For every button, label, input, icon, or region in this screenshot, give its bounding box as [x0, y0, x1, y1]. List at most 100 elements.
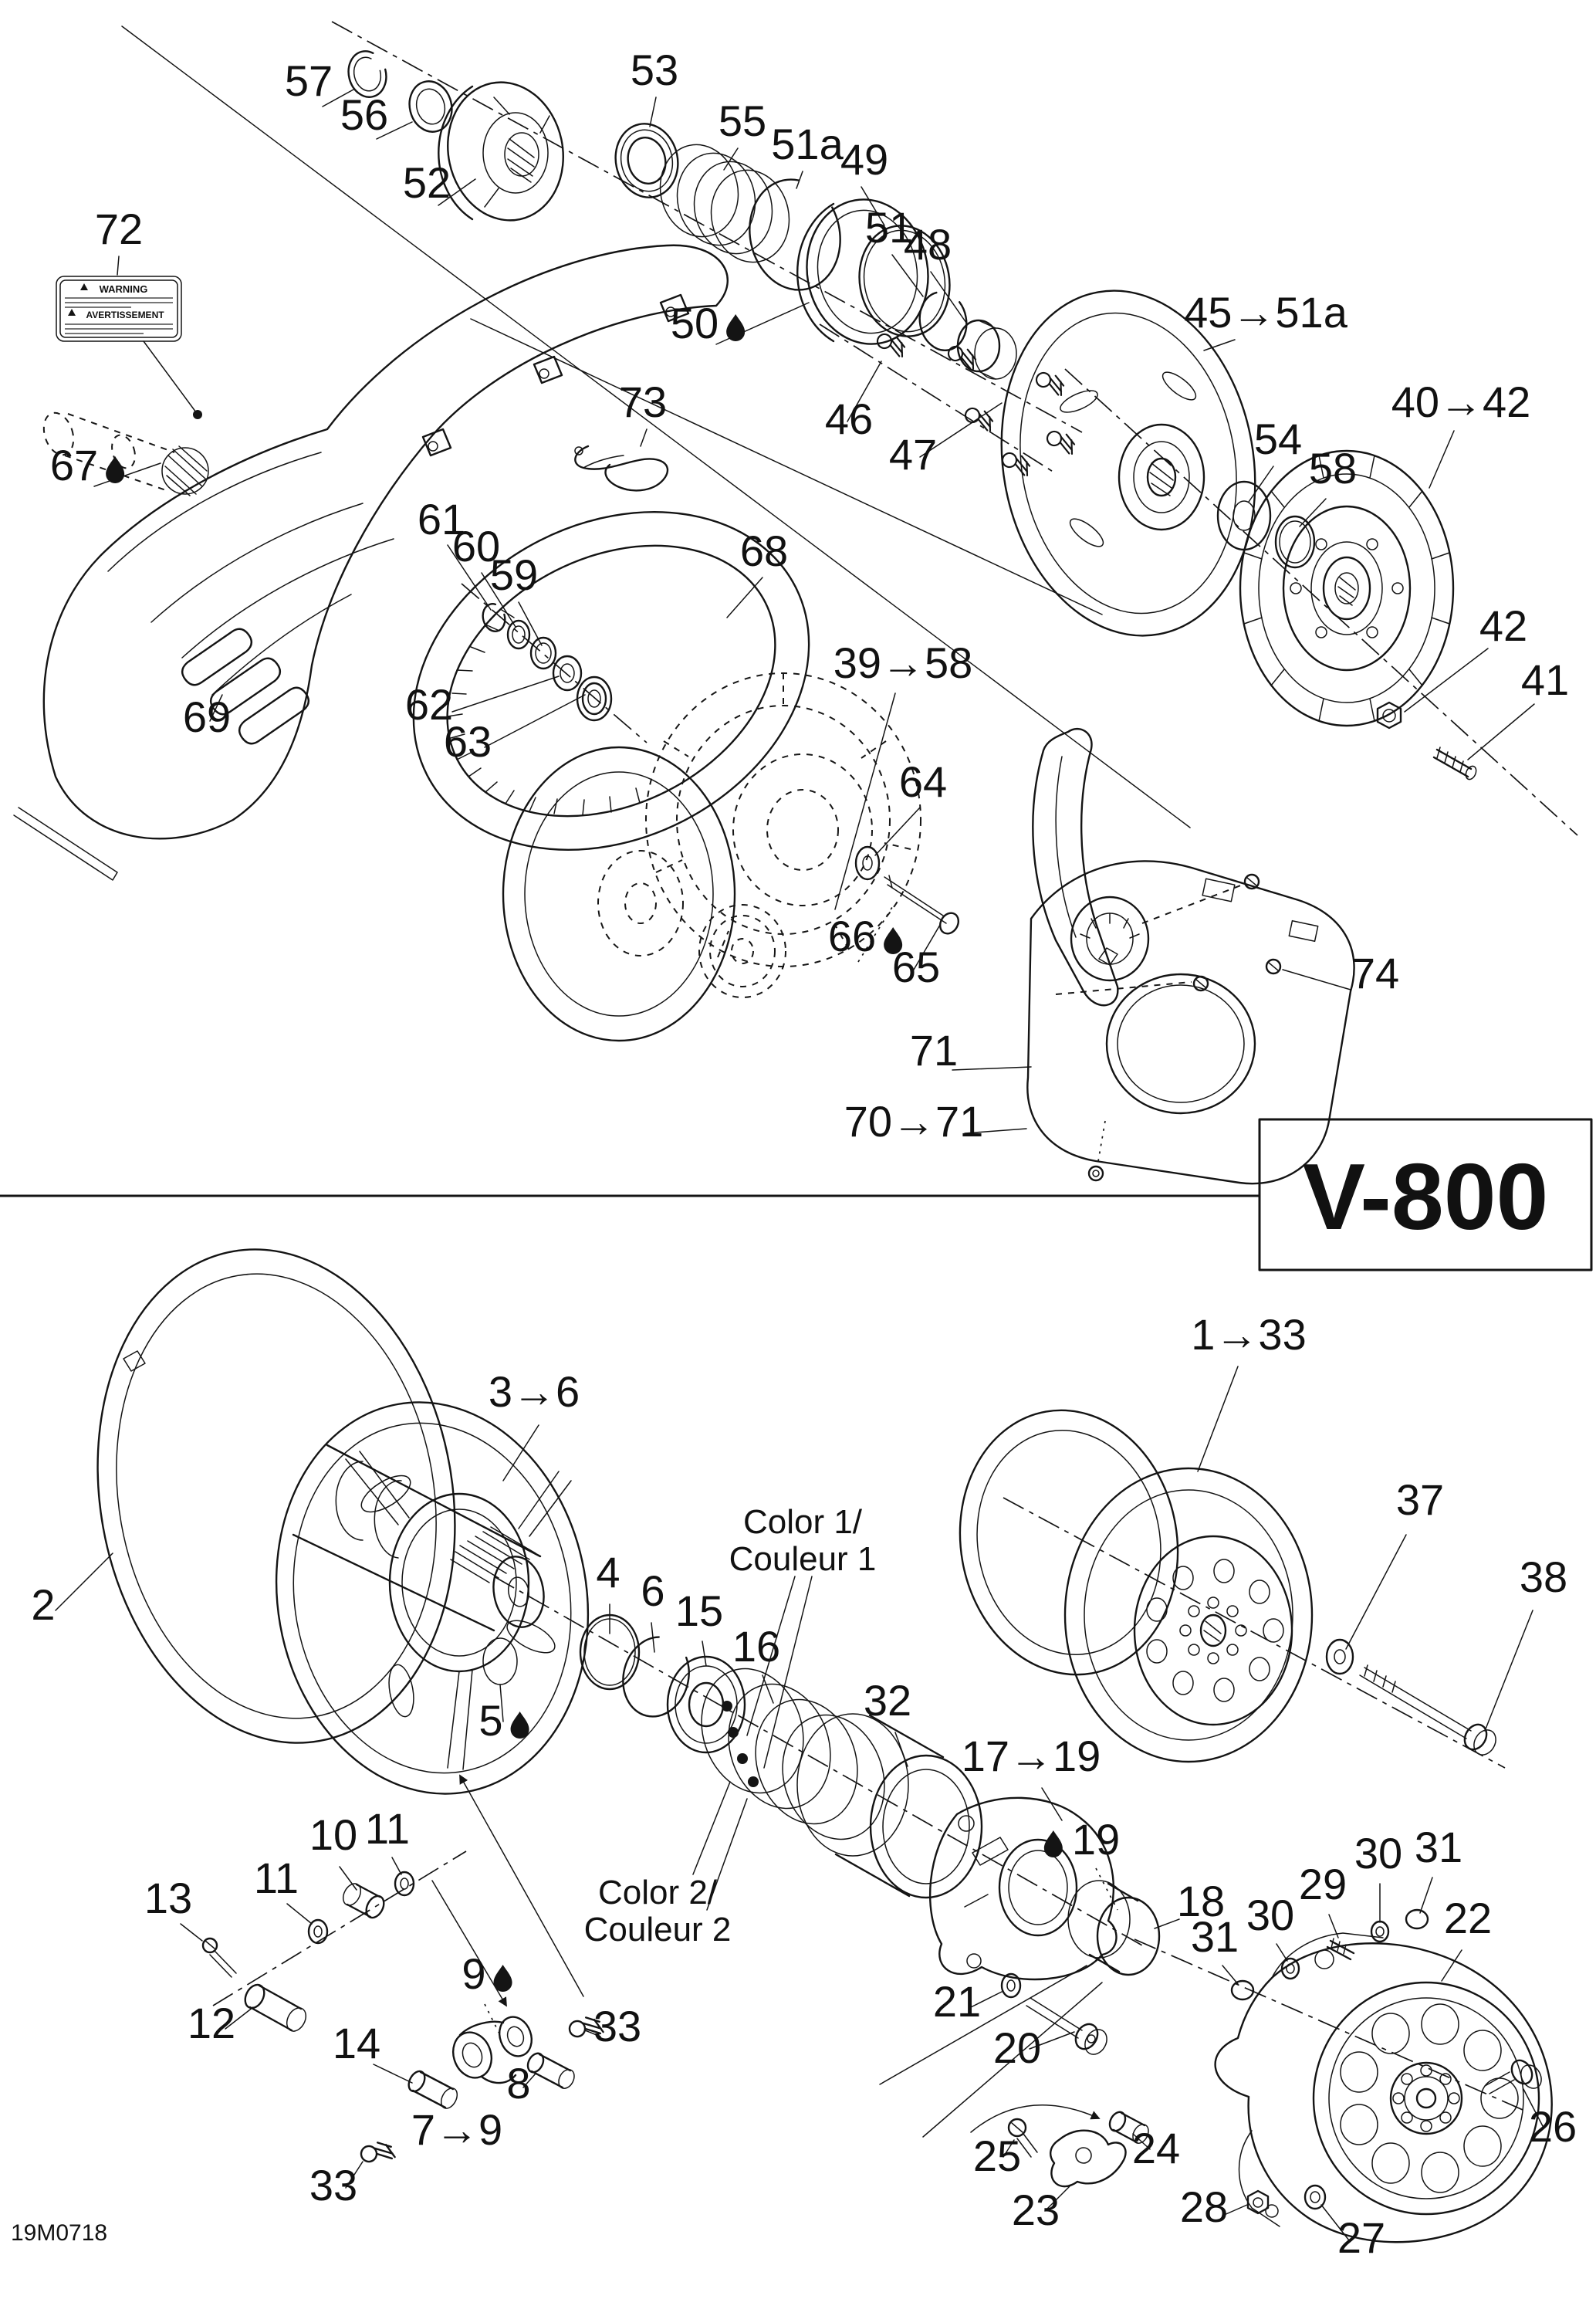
color-note-2-line-1: Color 2/ [598, 1874, 718, 1911]
callout-11: 11 [254, 1854, 299, 1902]
callout-49: 49 [840, 135, 888, 184]
washer-64 [854, 845, 881, 881]
nut-28 [1246, 2189, 1270, 2215]
callout-69: 69 [183, 692, 231, 741]
callout-9: 9 [462, 1949, 485, 1998]
figure-code: 19M0718 [11, 2220, 107, 2246]
spacers-59-63 [482, 603, 613, 722]
callout-52: 52 [403, 158, 451, 207]
cover-brace-71 [1032, 727, 1119, 1007]
screw-13 [201, 1937, 237, 1978]
retaining-ring-57 [347, 50, 387, 98]
model-label: V-800 [1303, 1144, 1549, 1249]
insertion-guides-right [879, 1965, 1103, 2138]
callout-73: 73 [619, 378, 667, 426]
set-screw-41 [1432, 747, 1477, 780]
callout-26: 26 [1529, 2102, 1577, 2151]
lubricant-droplet-icon [106, 456, 125, 483]
hairpin-clip-73 [574, 445, 669, 492]
callout-15: 15 [675, 1586, 723, 1635]
callout-23: 23 [1012, 2186, 1060, 2234]
lever-7-9 [452, 2016, 533, 2084]
callout-60: 60 [452, 522, 500, 571]
callout-62: 62 [405, 680, 453, 729]
spring-washer-56 [408, 80, 453, 133]
washer-30a [1370, 1920, 1390, 1943]
lubricant-droplet-icon [726, 314, 746, 341]
callout-54: 54 [1254, 415, 1302, 463]
callout-2: 2 [31, 1580, 55, 1629]
callout-57: 57 [285, 56, 333, 105]
callout-33: 33 [309, 2161, 357, 2209]
callout-70-71: 70→71 [844, 1097, 984, 1146]
callout-4: 4 [596, 1548, 620, 1596]
callout-41: 41 [1521, 655, 1569, 704]
callout-30: 30 [1246, 1891, 1294, 1939]
decal-warning-heading: WARNING [100, 283, 148, 295]
callout-10: 10 [309, 1810, 357, 1859]
driven-fixed-sheave [1000, 290, 1256, 637]
callout-31: 31 [1191, 1912, 1239, 1961]
callout-12: 12 [188, 1999, 235, 2047]
callout-5: 5 [478, 1696, 502, 1745]
callout-3-6: 3→6 [489, 1367, 580, 1416]
color-note-1-line-1: Color 1/ [743, 1503, 863, 1541]
callout-55: 55 [719, 96, 766, 145]
washer-27 [1304, 2184, 1327, 2210]
callout-31: 31 [1415, 1823, 1462, 1871]
pin-8 [526, 2052, 575, 2089]
callout-71: 71 [910, 1026, 958, 1075]
lubricant-droplet-icon [510, 1712, 529, 1739]
callout-64: 64 [899, 757, 947, 806]
callout-33: 33 [593, 2002, 641, 2050]
warning-decal: WARNING AVERTISSEMENT [56, 276, 182, 342]
pin-24 [1108, 2111, 1149, 2144]
callout-37: 37 [1396, 1475, 1444, 1524]
callout-30: 30 [1354, 1829, 1402, 1878]
callout-11: 11 [365, 1804, 410, 1853]
callout-21: 21 [933, 1977, 981, 2026]
callout-25: 25 [973, 2131, 1021, 2180]
nut-42 [1376, 701, 1402, 730]
callout-67: 67 [50, 441, 98, 489]
callout-16: 16 [732, 1622, 780, 1671]
callout-13: 13 [144, 1874, 192, 1922]
callout-22: 22 [1444, 1894, 1492, 1942]
cap-31a [1405, 1908, 1429, 1930]
callout-72: 72 [95, 205, 143, 253]
callout-56: 56 [340, 90, 388, 139]
callout-24: 24 [1132, 2124, 1180, 2172]
ring-49 [858, 225, 951, 337]
decal-avertissement-heading: AVERTISSEMENT [86, 310, 164, 320]
washer-21 [1000, 1972, 1022, 1999]
stud-29 [1326, 1938, 1355, 1961]
callout-48: 48 [904, 220, 952, 269]
callout-17-19: 17→19 [962, 1732, 1101, 1780]
clutch-pack-39-58 [502, 672, 921, 1042]
callout-46: 46 [825, 394, 873, 443]
callout-61: 61 [418, 495, 465, 543]
callout-19: 19 [1072, 1815, 1120, 1864]
callout-1-33: 1→33 [1191, 1310, 1306, 1359]
sliding-half-52 [438, 81, 564, 222]
callout-58: 58 [1309, 444, 1357, 493]
lubricant-droplet-icon [1043, 1830, 1063, 1857]
callout-66: 66 [828, 912, 876, 960]
bushing-48 [956, 319, 1017, 380]
lever-23 [1050, 2129, 1127, 2188]
washer-11b [307, 1918, 329, 1945]
callout-14: 14 [333, 2019, 380, 2067]
callout-20: 20 [993, 2023, 1041, 2072]
spacer-32 [796, 1713, 983, 1899]
callout-38: 38 [1520, 1552, 1567, 1601]
color-note-2-line-2: Couleur 2 [584, 1911, 732, 1949]
callout-7-9: 7→9 [411, 2105, 502, 2154]
callout-59: 59 [490, 550, 538, 599]
leader-lines [55, 89, 1544, 2241]
circlip-6 [622, 1636, 690, 1718]
screw-25 [1007, 2118, 1038, 2158]
callout-51a: 51a [771, 120, 844, 168]
callout-42: 42 [1479, 601, 1527, 650]
